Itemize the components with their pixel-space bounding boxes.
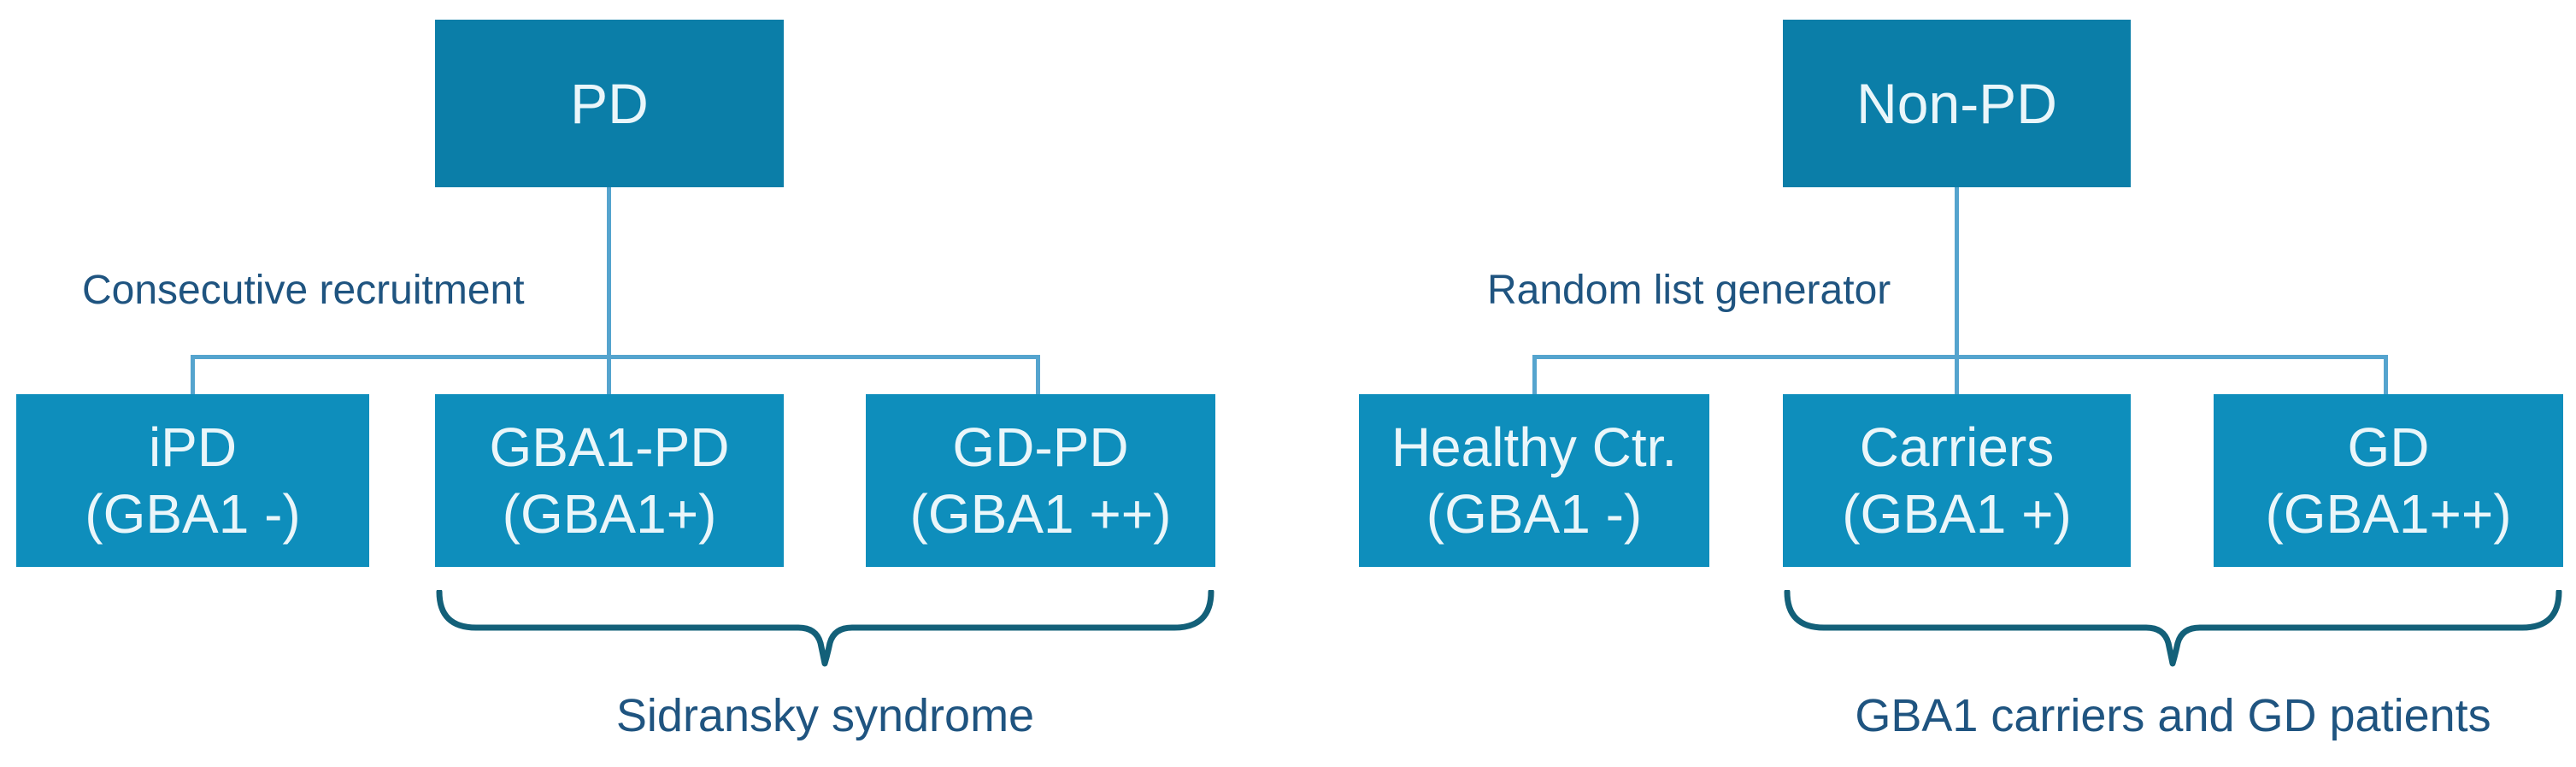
carriers-box-label: Carriers (GBA1 +): [1842, 414, 2072, 547]
non-pd-method-label: Random list generator: [1487, 268, 1891, 313]
pd-root-connector-line: [607, 187, 611, 357]
gba1-pd-box: GBA1-PD (GBA1+): [435, 394, 784, 567]
ipd-line1: iPD: [148, 416, 238, 478]
gd-line1: GD: [2347, 416, 2430, 478]
pd-stub-3: [1036, 357, 1040, 396]
gba1-carriers-brace: [1784, 590, 2562, 667]
non-pd-stub-3: [2384, 357, 2388, 396]
pd-stub-1: [191, 357, 195, 396]
pd-branch-line: [191, 355, 1040, 359]
gd-pd-box-label: GD-PD (GBA1 ++): [910, 414, 1172, 547]
gba1-pd-line2: (GBA1+): [502, 483, 717, 545]
carriers-line1: Carriers: [1859, 416, 2055, 478]
gd-box: GD (GBA1++): [2214, 394, 2563, 567]
ipd-line2: (GBA1 -): [85, 483, 301, 545]
non-pd-branch-line: [1532, 355, 2388, 359]
non-pd-stub-2: [1955, 357, 1959, 396]
non-pd-root-connector-line: [1955, 187, 1959, 357]
non-pd-root-box: Non-PD: [1783, 20, 2131, 187]
pd-root-label: PD: [570, 71, 649, 135]
healthy-ctr-box: Healthy Ctr. (GBA1 -): [1359, 394, 1709, 567]
ipd-box: iPD (GBA1 -): [16, 394, 369, 567]
carriers-box: Carriers (GBA1 +): [1783, 394, 2131, 567]
gd-pd-line1: GD-PD: [952, 416, 1129, 478]
gd-pd-line2: (GBA1 ++): [909, 483, 1172, 545]
gba1-carriers-label: GBA1 carriers and GD patients: [1855, 690, 2491, 741]
carriers-line2: (GBA1 +): [1842, 483, 2072, 545]
gd-line2: (GBA1++): [2265, 483, 2512, 545]
healthy-ctr-line1: Healthy Ctr.: [1391, 416, 1678, 478]
healthy-ctr-line2: (GBA1 -): [1426, 483, 1643, 545]
non-pd-root-label: Non-PD: [1856, 71, 2057, 135]
ipd-box-label: iPD (GBA1 -): [85, 414, 300, 547]
healthy-ctr-box-label: Healthy Ctr. (GBA1 -): [1391, 414, 1677, 547]
non-pd-stub-1: [1532, 357, 1537, 396]
gd-box-label: GD (GBA1++): [2265, 414, 2511, 547]
pd-root-box: PD: [435, 20, 784, 187]
pd-stub-2: [607, 357, 611, 396]
pd-method-label: Consecutive recruitment: [82, 268, 525, 313]
gd-pd-box: GD-PD (GBA1 ++): [866, 394, 1215, 567]
gba1-pd-box-label: GBA1-PD (GBA1+): [490, 414, 730, 547]
sidransky-label: Sidransky syndrome: [615, 690, 1035, 741]
sidransky-brace: [436, 590, 1214, 667]
gba1-pd-line1: GBA1-PD: [489, 416, 730, 478]
